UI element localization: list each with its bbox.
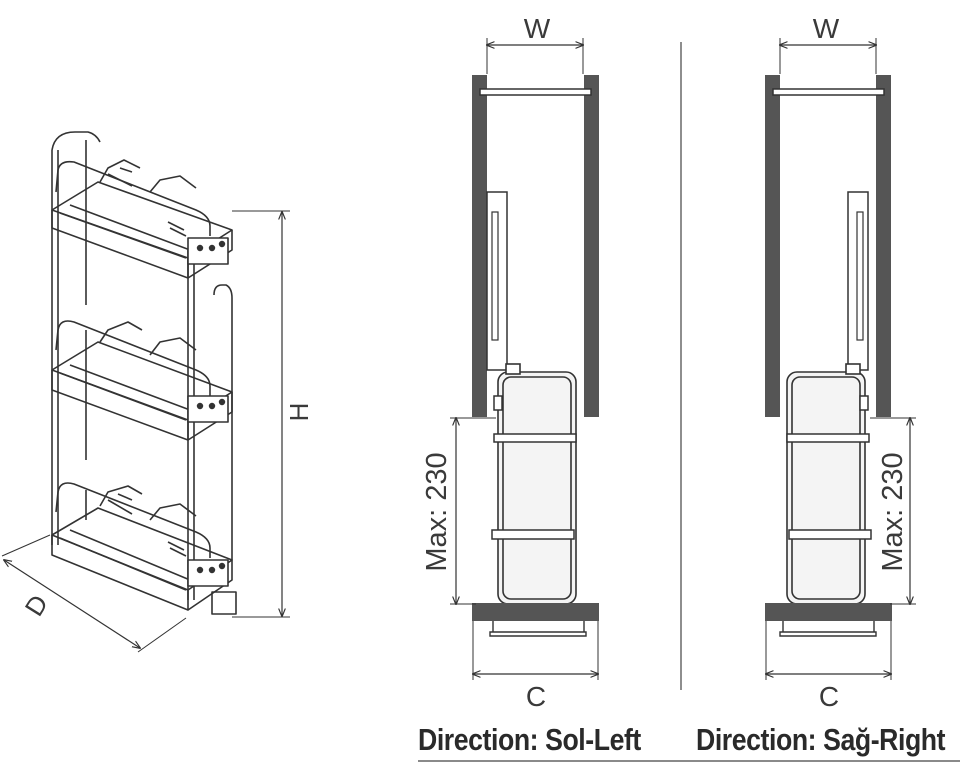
left-runner-inner (491, 211, 499, 341)
left-base-foot (489, 621, 587, 637)
right-basket-frame (786, 363, 866, 605)
direction-right-caption: Direction: Sağ-Right (696, 722, 946, 757)
left-max-ext (450, 417, 496, 605)
depth-ext-1 (1, 534, 51, 557)
direction-left-caption: Direction: Sol-Left (418, 722, 641, 757)
iso-shelf-bottom (51, 482, 237, 615)
left-cabinet-side-right (584, 75, 599, 417)
iso-shelf-top (51, 159, 233, 279)
height-label: H (284, 403, 314, 422)
left-c-ext (472, 621, 599, 680)
iso-front-upright (187, 250, 195, 600)
right-runner-inner (856, 211, 864, 341)
left-top-rail (479, 88, 592, 96)
depth-dim-line (4, 560, 140, 648)
right-top-rail (772, 88, 885, 96)
right-cabinet-side-right (876, 75, 891, 417)
right-base-foot (779, 621, 877, 637)
right-c-ext (765, 621, 892, 680)
right-width-ext (779, 38, 877, 74)
left-c-label: C (526, 681, 546, 712)
left-cabinet-base (472, 603, 599, 621)
left-cabinet-side-left (472, 75, 487, 417)
right-width-label: W (813, 13, 840, 44)
left-basket-frame (497, 363, 577, 605)
iso-top-rail (51, 131, 101, 151)
isometric-pullout-unit (1, 131, 290, 653)
depth-ext-2 (137, 617, 187, 653)
elevation-left: W C (450, 13, 599, 712)
right-max-ext (870, 417, 916, 605)
right-basket-shelves (786, 395, 872, 540)
elevation-right: W C (765, 13, 916, 712)
right-cabinet-base (765, 603, 892, 621)
left-width-label: W (524, 13, 551, 44)
left-max-label: Max: 230 (421, 452, 453, 571)
right-max-label: Max: 230 (877, 452, 909, 571)
iso-shelf-middle (51, 320, 233, 441)
right-cabinet-side-left (765, 75, 780, 417)
iso-front-upright-outer (213, 284, 233, 560)
right-c-label: C (819, 681, 839, 712)
depth-label: D (19, 589, 54, 621)
left-width-ext (486, 38, 584, 74)
left-basket-shelves (491, 395, 577, 540)
